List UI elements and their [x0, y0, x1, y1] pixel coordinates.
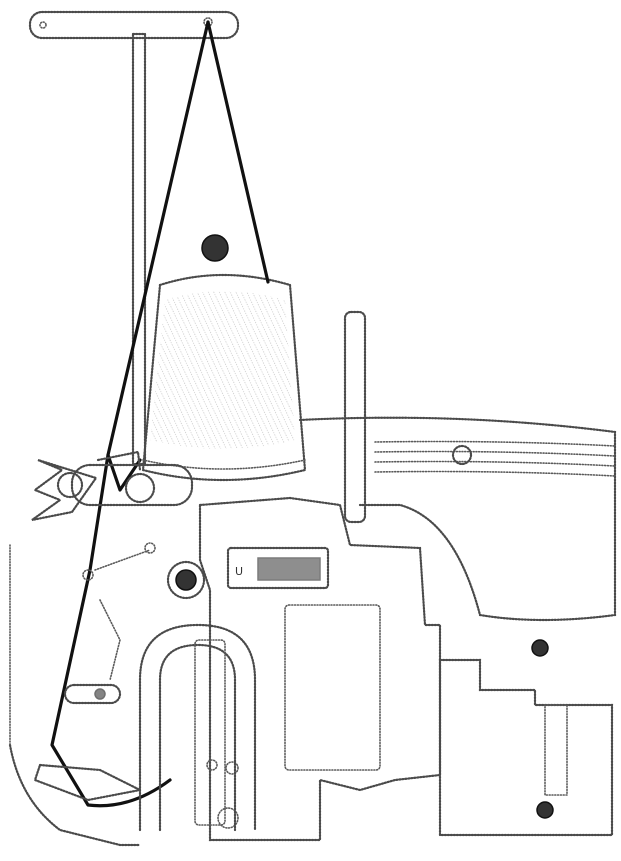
needle-presser-foot [99, 599, 257, 832]
lower-thread-guides [8, 544, 144, 847]
machine-base [438, 658, 614, 837]
sewing-head: U [166, 496, 442, 842]
thread-cone [141, 234, 307, 482]
tension-assembly [31, 450, 194, 581]
panel-label: U [235, 565, 243, 578]
thread-path [50, 20, 270, 808]
machine-arm [298, 310, 617, 657]
